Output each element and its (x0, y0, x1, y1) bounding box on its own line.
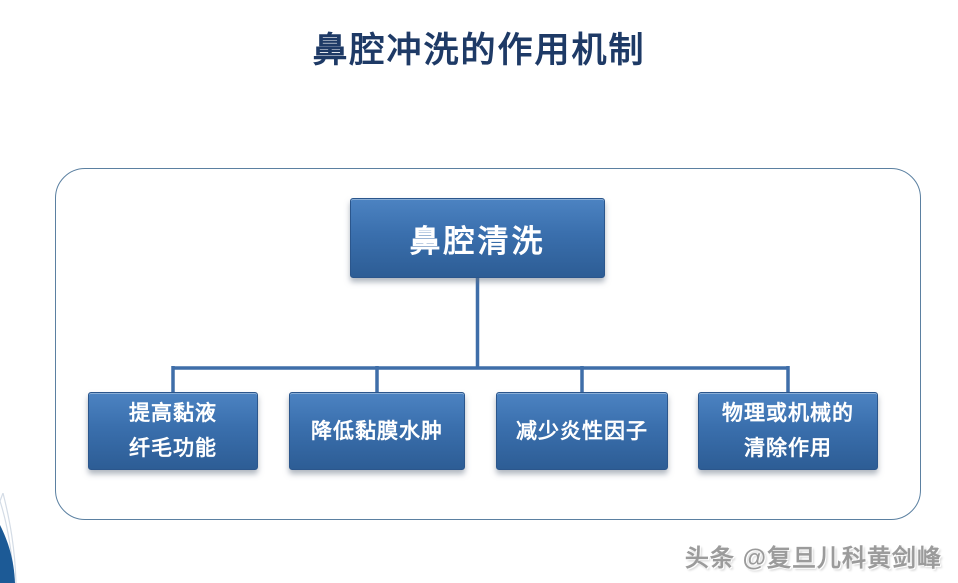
node-reduce-mucosal-edema: 降低黏膜水肿 (289, 392, 465, 470)
node-label-line: 纤毛功能 (129, 437, 217, 460)
corner-swoosh-decoration (0, 493, 17, 583)
node-label-line: 物理或机械的 (722, 402, 854, 425)
node-physical-mechanical-clearance: 物理或机械的 清除作用 (698, 392, 878, 470)
node-reduce-inflammatory-factors: 减少炎性因子 (496, 392, 668, 470)
node-label-line: 清除作用 (744, 437, 832, 460)
node-label-line: 提高黏液 (129, 402, 217, 425)
node-nasal-rinse-root: 鼻腔清洗 (350, 198, 605, 278)
node-label-line: 降低黏膜水肿 (311, 419, 443, 443)
page-title: 鼻腔冲洗的作用机制 (312, 31, 646, 70)
watermark: 头条 @复旦儿科黄剑峰 (684, 545, 942, 572)
node-label-line: 减少炎性因子 (516, 419, 648, 443)
node-mucociliary-function: 提高黏液 纤毛功能 (88, 392, 258, 470)
node-root-label: 鼻腔清洗 (409, 223, 546, 259)
